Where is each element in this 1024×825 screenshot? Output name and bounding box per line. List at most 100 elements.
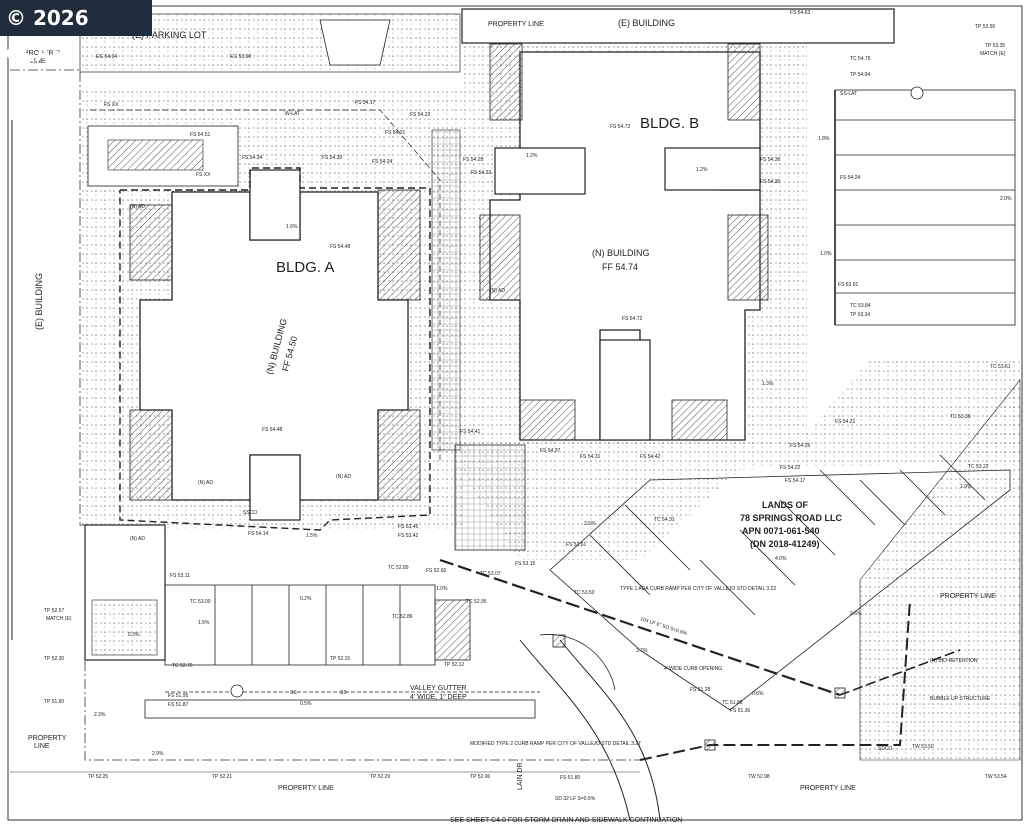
building-b-stair-west — [494, 147, 586, 195]
grade-label: 3.7% — [636, 648, 648, 654]
east-parking-stalls — [834, 89, 1016, 326]
spot-elevation-label: FS 52.60 — [426, 568, 447, 574]
hardscape-diagonal — [440, 360, 1020, 560]
spot-elevation-label: TP 52.06 — [470, 774, 490, 780]
street-label: LAIN DR — [517, 762, 524, 790]
ad-label-3: (N) AD — [336, 474, 351, 480]
ad-label-5: (N) AD — [198, 480, 213, 486]
building-a-stair-bottom — [249, 454, 301, 521]
spot-elevation-label: FS 54.24 — [372, 159, 393, 165]
grade-label: 2.9% — [152, 751, 164, 757]
spot-elevation-label: TC 52.89 — [388, 565, 409, 571]
building-b-wing-w — [479, 214, 521, 301]
spot-elevation-label: TP 52.57 — [44, 608, 64, 614]
fs-xx-label-1: FS XX — [104, 102, 119, 108]
manhole-ss-1 — [230, 684, 244, 698]
grade-label: 0.3% — [128, 632, 140, 638]
spot-elevation-label: TP 53.34 — [850, 312, 870, 318]
walkway-north — [431, 129, 461, 451]
spot-elevation-label: FS 54.30 — [760, 179, 781, 185]
w-lat-label: W-LAT — [285, 111, 300, 117]
sd-pipe-2-label: 104 LF 6" SD S=0.6% — [639, 616, 688, 637]
grade-label: 2.5% — [584, 521, 596, 527]
building-b-ff: FF 54.74 — [602, 262, 638, 272]
spot-elevation-label: FS 51.87 — [168, 702, 189, 708]
building-b-stair-south — [599, 339, 651, 441]
trash-enclosure-inner — [91, 599, 158, 656]
spot-elevation-label: FS 54.22 — [780, 465, 801, 471]
copyright-badge: © 2026 CCAR — [0, 0, 152, 66]
spot-elevation-label: FS 54.21 — [835, 419, 856, 425]
grade-label: 1.8% — [818, 136, 830, 142]
spot-elevation-label: FS 54.33 — [471, 170, 492, 176]
valley-gutter — [144, 699, 536, 719]
ad-label-4: (N) AD — [130, 536, 145, 542]
grade-label: 1.0% — [820, 251, 832, 257]
grade-label: 1.6% — [286, 224, 298, 230]
spot-elevation-label: TC 54.75 — [850, 56, 871, 62]
manhole-ss-2 — [910, 86, 924, 100]
spot-elevation-label: FS 54.17 — [785, 478, 806, 484]
spot-elevation-label: TW 52.98 — [748, 774, 770, 780]
spot-elevation-label: TC 53.39 — [950, 414, 971, 420]
grade-label: 1.5% — [198, 620, 210, 626]
spot-elevation-label: TP 52.12 — [444, 662, 464, 668]
curb-ramp-1-label: TYPE 1 ADA CURB RAMP PER CITY OF VALLEJO… — [620, 586, 776, 592]
spot-elevation-label: FS 54.31 — [580, 454, 601, 460]
building-b-wing-ne — [727, 43, 761, 121]
spot-elevation-label: EG 54.04 — [96, 54, 117, 60]
lands-line-4: (DN 2018-41249) — [750, 539, 820, 549]
diagonal-parking-stalls — [549, 454, 1011, 711]
footer-note: SEE SHEET C4.0 FOR STORM DRAIN AND SIDEW… — [450, 817, 682, 824]
property-line-label-lower-left-2: LINE — [34, 743, 50, 750]
bioretention-area — [859, 379, 1021, 761]
spot-elevation-label: FS 53.42 — [398, 533, 419, 539]
match-label-1: MATCH (E) — [46, 616, 72, 622]
spot-elevation-label: TP 52.21 — [212, 774, 232, 780]
spot-elevation-label: TP 52.15 — [330, 656, 350, 662]
spot-elevation-label: TC 53.00 — [190, 599, 211, 605]
spot-elevation-label: FS 54.42 — [640, 454, 661, 460]
existing-building-top — [461, 8, 895, 44]
spot-elevation-label: FS 53.46 — [398, 524, 419, 530]
spot-elevation-label: TC 53.61 — [990, 364, 1011, 370]
spot-elevation-label: TC 53.50 — [574, 590, 595, 596]
grade-label: 1.5% — [306, 533, 318, 539]
ad-label-2: (N) AD — [490, 288, 505, 294]
spot-elevation-label: TC 54.31 — [654, 517, 675, 523]
curb-ramp-2-label: MODIFIED TYPE 2 CURB RAMP PER CITY OF VA… — [470, 741, 641, 747]
spot-elevation-label: TP 53.35 — [985, 43, 1005, 49]
building-a-wing-ne — [377, 189, 421, 301]
grade-label: 2.0% — [1000, 196, 1012, 202]
spot-elevation-label: FS 54.28 — [463, 157, 484, 163]
spot-elevation-label: FS 53.61 — [566, 542, 587, 548]
grade-label: 4.0% — [775, 556, 787, 562]
spot-elevation-label: FS 54.24 — [840, 175, 861, 181]
property-line-label-bottom-2: PROPERTY LINE — [800, 785, 856, 792]
building-b-stair-east — [664, 147, 761, 191]
storm-drain-pipe-2 — [639, 599, 911, 761]
spot-elevation-label: FS 51.95 — [168, 693, 189, 699]
property-line-label-bottom-1: PROPERTY LINE — [278, 785, 334, 792]
existing-building-top-label: (E) BUILDING — [618, 18, 675, 28]
building-a-setback — [119, 167, 431, 531]
spot-elevation-label: FS 53.11 — [170, 573, 190, 579]
building-b-title: BLDG. B — [640, 115, 699, 132]
grade-label: 0.6% — [752, 691, 764, 697]
storm-drain-pipe-3 — [839, 649, 961, 696]
spot-elevation-label: FS 54.72 — [622, 316, 643, 322]
street-curve — [519, 639, 631, 821]
storm-drain-pipe — [439, 558, 841, 697]
spot-elevation-label: FS 54.34 — [242, 155, 263, 161]
building-b-wing-nw — [489, 43, 523, 121]
building-b-wing-sw — [519, 399, 576, 441]
spot-elevation-label: TP 52.25 — [88, 774, 108, 780]
bio-retention-label: (N) BIO-RETENTION — [930, 658, 978, 664]
building-a-wing-nw — [129, 204, 173, 281]
catch-basin-1 — [834, 687, 846, 699]
page-frame — [7, 5, 1023, 821]
building-a-wing-se — [377, 409, 421, 501]
spot-elevation-label: TW 53.50 — [912, 744, 934, 750]
parking-lot-label: (E) PARKING LOT — [132, 30, 207, 40]
